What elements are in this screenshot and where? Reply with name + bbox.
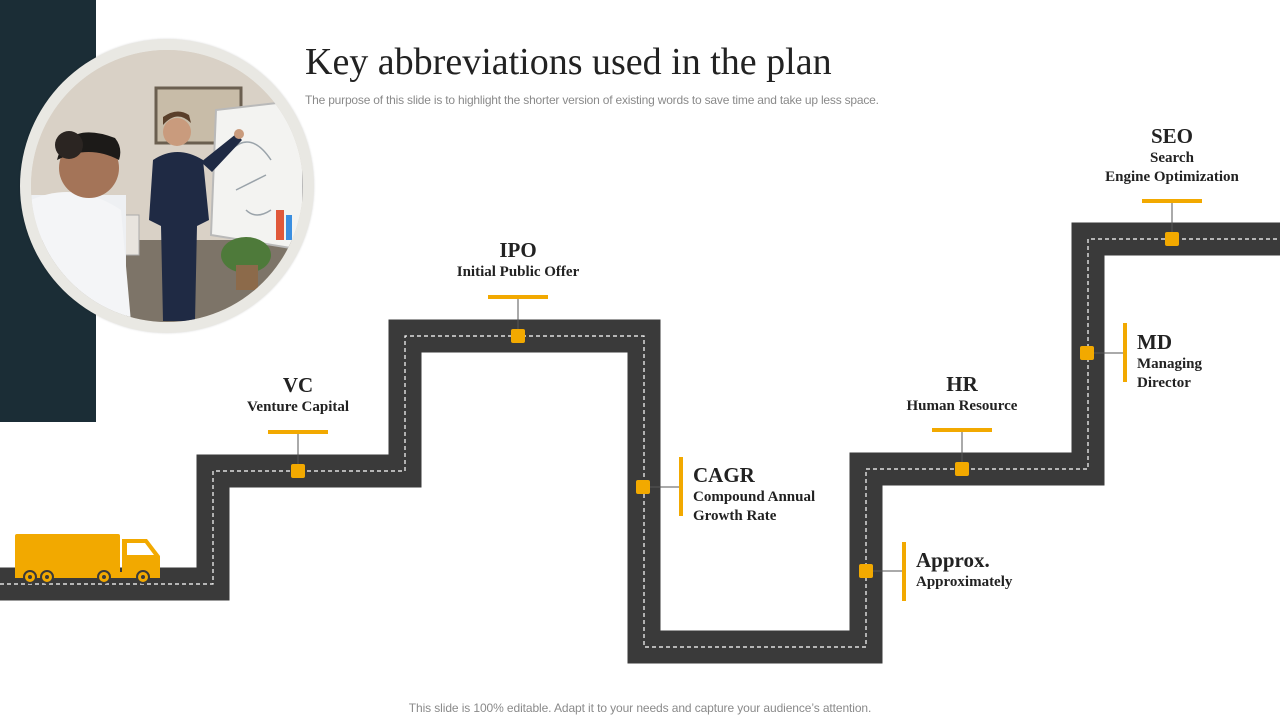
milestone-vc-abbr: VC bbox=[282, 373, 314, 397]
milestone-cagr-full-line1: Compound Annual bbox=[693, 489, 816, 505]
milestone-marker-ipo bbox=[511, 329, 525, 343]
milestone-ipo-abbr: IPO bbox=[499, 238, 537, 262]
milestone-marker-md bbox=[1080, 346, 1094, 360]
milestone-seo: SEO Search Engine Optimization bbox=[1082, 123, 1262, 187]
milestone-md-full-line2: Director bbox=[1137, 375, 1191, 391]
milestone-cagr-full-line2: Growth Rate bbox=[693, 508, 777, 524]
page-subtitle: The purpose of this slide is to highligh… bbox=[305, 93, 879, 107]
milestone-seo-full-line1: Search bbox=[1150, 150, 1194, 166]
milestone-md-abbr: MD bbox=[1137, 330, 1172, 354]
milestone-ipo-full: Initial Public Offer bbox=[456, 264, 580, 280]
milestone-approx-full: Approximately bbox=[916, 574, 1013, 590]
milestone-ipo: IPO Initial Public Offer bbox=[418, 237, 618, 282]
page-title: Key abbreviations used in the plan bbox=[305, 41, 832, 83]
milestone-marker-seo bbox=[1165, 232, 1179, 246]
milestone-seo-abbr: SEO bbox=[1150, 124, 1194, 148]
milestone-cagr: CAGR Compound Annual Growth Rate bbox=[693, 462, 815, 526]
milestone-marker-vc bbox=[291, 464, 305, 478]
milestone-hr: HR Human Resource bbox=[877, 371, 1047, 416]
milestone-vc-full: Venture Capital bbox=[246, 399, 350, 415]
milestone-seo-full-line2: Engine Optimization bbox=[1105, 169, 1239, 185]
footer-note: This slide is 100% editable. Adapt it to… bbox=[408, 701, 872, 715]
milestone-marker-approx bbox=[859, 564, 873, 578]
team-meeting-photo bbox=[31, 50, 303, 322]
milestone-marker-cagr bbox=[636, 480, 650, 494]
milestone-hr-abbr: HR bbox=[946, 372, 978, 396]
milestone-marker-hr bbox=[955, 462, 969, 476]
milestone-approx: Approx. Approximately bbox=[916, 547, 1012, 592]
milestone-md-full-line1: Managing bbox=[1137, 356, 1203, 372]
milestone-hr-full: Human Resource bbox=[906, 398, 1018, 414]
milestone-md: MD Managing Director bbox=[1137, 329, 1202, 393]
milestone-vc: VC Venture Capital bbox=[218, 372, 378, 417]
milestone-cagr-abbr: CAGR bbox=[693, 463, 755, 487]
milestone-approx-abbr: Approx. bbox=[916, 548, 990, 572]
